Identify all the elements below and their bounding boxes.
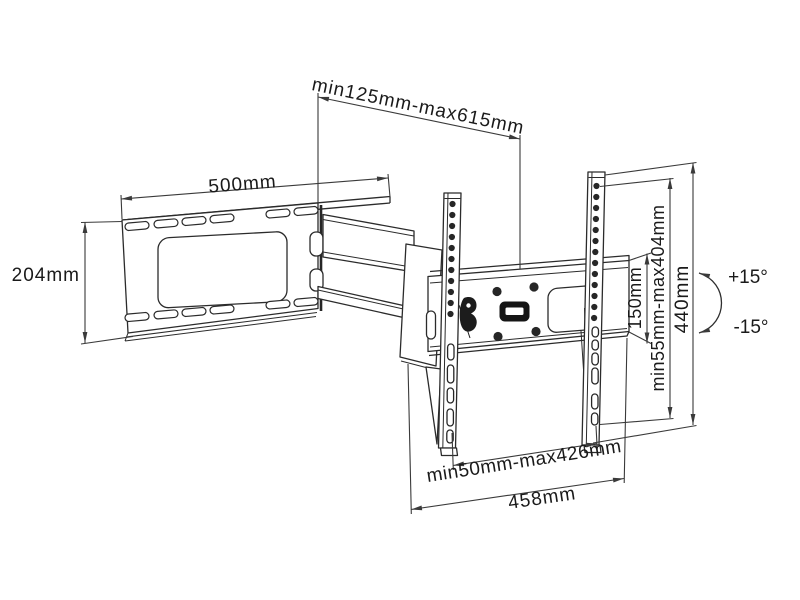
- dim-total-height: [592, 161, 697, 444]
- tilt-up-label: +15°: [728, 267, 768, 288]
- left-rail-detail-lines: [442, 192, 461, 449]
- vesa-vertical-range-label: min55mm-max404mm: [648, 204, 668, 391]
- crossbar-top-face: [429, 254, 630, 273]
- wall-plate-cutout: [157, 231, 288, 309]
- dim-bar-height: [628, 252, 652, 344]
- dimension-lines: [80, 93, 722, 515]
- dim-plate-height: [80, 220, 134, 345]
- dim-vesa-vertical: [599, 177, 674, 426]
- crossbar-bottom-face: [428, 331, 630, 357]
- tilt-down-label: -15°: [733, 317, 768, 338]
- wall-plate-bottom-slot-row: [124, 296, 319, 323]
- wall-plate-top-slot-row: [124, 205, 319, 232]
- plate-height-label: 204mm: [12, 265, 80, 286]
- right-rail-holes: [591, 182, 600, 322]
- upper-arm-face-lines: [322, 219, 415, 268]
- wall-plate: [121, 195, 391, 342]
- dim-vesa-horizontal: [451, 425, 598, 471]
- right-rail-slots: [590, 326, 600, 426]
- hinge-hook-upper: [309, 231, 324, 257]
- lower-arm-face-line: [317, 289, 411, 311]
- left-rail-slots: [446, 343, 455, 444]
- left-rail-holes: [447, 200, 456, 318]
- left-rail-foot: [439, 447, 459, 457]
- hinge-hook-lower: [309, 268, 324, 292]
- tilt-arrow: [698, 272, 722, 334]
- center-port-inner: [505, 307, 524, 315]
- vesa-bolts: [492, 282, 541, 342]
- tilt-lock-slot: [425, 310, 437, 340]
- lock-hook-icon: [459, 296, 477, 332]
- articulating-arm: [317, 213, 415, 320]
- bar-height-label: 150mm: [625, 267, 645, 330]
- dim-total-width: [407, 337, 628, 515]
- bracket-height-label: 440mm: [672, 265, 693, 333]
- lock-cable-line: [458, 304, 471, 339]
- dim-plate-width: [120, 173, 391, 220]
- right-rail-detail-lines: [585, 171, 605, 446]
- lock-hook-eye: [466, 303, 471, 308]
